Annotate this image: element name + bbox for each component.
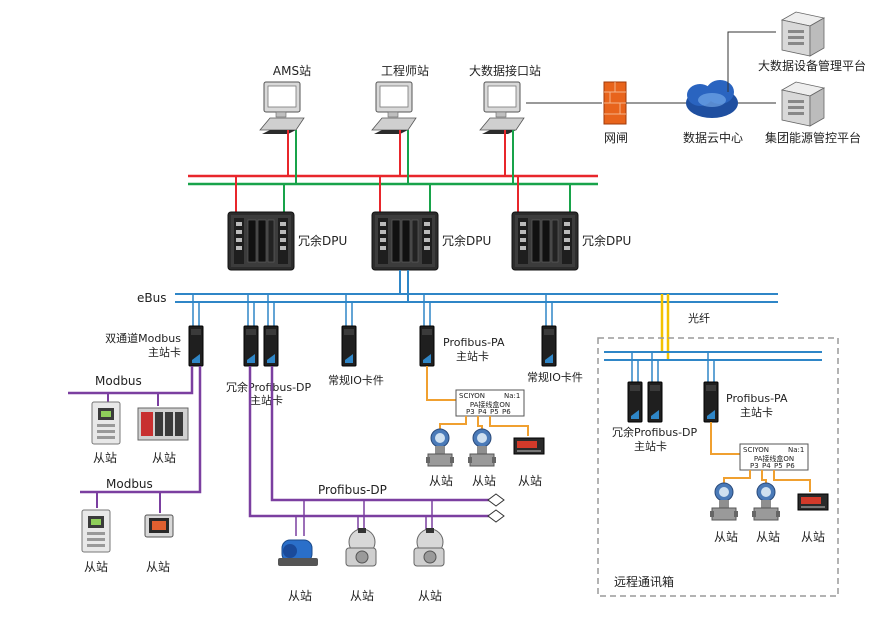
pa-port-p3: P3 bbox=[466, 408, 475, 416]
remote-pa-slave-2: 从站 bbox=[751, 482, 781, 544]
pa-port-p6: P6 bbox=[502, 408, 511, 416]
bigdata-platform-server: 大数据设备管理平台 bbox=[758, 11, 866, 73]
remote-pa-port-p5: P5 bbox=[774, 462, 783, 470]
engineer-station: 工程师站 bbox=[371, 63, 429, 135]
remote-pa-slave-3: 从站 bbox=[797, 493, 829, 544]
modbus-slave-1: 从站 bbox=[91, 401, 121, 465]
modbus-bus-1: Modbus bbox=[68, 366, 194, 406]
modbus-bus-2: Modbus bbox=[80, 366, 202, 513]
slave-label: 从站 bbox=[714, 530, 738, 544]
ebus: eBus bbox=[137, 270, 778, 326]
pa-slave-1: 从站 bbox=[425, 428, 455, 488]
modbus-master-card: 双通道Modbus 主站卡 bbox=[105, 325, 204, 367]
pa-junction-box: SCIYON Na:1 PA接线盒ON P3 P4 P5 P6 bbox=[455, 389, 525, 417]
remote-pa-junction-model: Na:1 bbox=[788, 446, 804, 454]
bigdata-station-label: 大数据接口站 bbox=[469, 63, 541, 78]
remote-pa-port-p6: P6 bbox=[786, 462, 795, 470]
ebus-label: eBus bbox=[137, 291, 166, 305]
dp-slave-1: 从站 bbox=[277, 539, 319, 603]
bigdata-interface-station: 大数据接口站 bbox=[469, 63, 541, 135]
remote-dp-card-label-line1: 冗余Profibus-DP bbox=[612, 425, 698, 439]
slave-label: 从站 bbox=[418, 589, 442, 603]
fiber-link: 光纤 bbox=[660, 294, 710, 360]
dpu-3-label: 冗余DPU bbox=[582, 233, 631, 248]
cloud-label: 数据云中心 bbox=[683, 130, 743, 145]
profibus-dp-bus: Profibus-DP bbox=[248, 366, 505, 536]
remote-pa-card-label-line2: 主站卡 bbox=[740, 405, 773, 419]
remote-box-title: 远程通讯箱 bbox=[614, 574, 674, 589]
profibus-dp-label: Profibus-DP bbox=[318, 483, 387, 497]
remote-pa-junction-box: SCIYON Na:1 PA接线盒ON P3 P4 P5 P6 bbox=[739, 443, 809, 471]
slave-label: 从站 bbox=[84, 560, 108, 574]
dp-slave-2: 从站 bbox=[345, 527, 377, 603]
modbus-slave-3: 从站 bbox=[81, 509, 111, 574]
pa-junction-model: Na:1 bbox=[504, 392, 520, 400]
io-card-2-label: 常规IO卡件 bbox=[527, 370, 583, 384]
remote-communication-box: 远程通讯箱 冗余Profibus-DP 主站卡 Profibus-PA 主站卡 … bbox=[597, 337, 839, 597]
control-network bbox=[188, 130, 598, 212]
slave-label: 从站 bbox=[288, 589, 312, 603]
slave-label: 从站 bbox=[429, 474, 453, 488]
modbus-slave-2: 从站 bbox=[137, 407, 189, 465]
slave-label: 从站 bbox=[350, 589, 374, 603]
slave-label: 从站 bbox=[756, 530, 780, 544]
cloud-icon: 数据云中心 bbox=[683, 80, 743, 145]
slave-label: 从站 bbox=[801, 530, 825, 544]
dpu-1: 冗余DPU bbox=[227, 211, 347, 271]
profibus-pa-card-label-line2: 主站卡 bbox=[456, 349, 489, 363]
pa-port-p4: P4 bbox=[478, 408, 487, 416]
gateway-firewall-icon: 网闸 bbox=[603, 81, 628, 145]
io-card-1: 常规IO卡件 bbox=[328, 325, 384, 387]
bigdata-platform-label: 大数据设备管理平台 bbox=[758, 58, 866, 73]
dpu-1-label: 冗余DPU bbox=[298, 233, 347, 248]
io-card-1-label: 常规IO卡件 bbox=[328, 373, 384, 387]
energy-platform-label: 集团能源管控平台 bbox=[765, 130, 861, 145]
pa-slave-3: 从站 bbox=[513, 437, 545, 488]
pa-junction-brand: SCIYON bbox=[459, 392, 485, 400]
profibus-dp-card-label-line2: 主站卡 bbox=[250, 393, 283, 407]
remote-pa-slave-1: 从站 bbox=[709, 482, 739, 544]
fiber-label: 光纤 bbox=[688, 311, 710, 325]
modbus-1-label: Modbus bbox=[95, 374, 142, 388]
ams-station-label: AMS站 bbox=[273, 64, 311, 78]
io-card-2: 常规IO卡件 bbox=[527, 325, 583, 384]
modbus-slave-4: 从站 bbox=[144, 514, 174, 574]
ams-station: AMS站 bbox=[259, 64, 311, 135]
profibus-pa-card: Profibus-PA 主站卡 bbox=[419, 325, 505, 367]
pa-port-p5: P5 bbox=[490, 408, 499, 416]
pa-slave-2: 从站 bbox=[467, 428, 497, 488]
profibus-dp-card-label-line1: 冗余Profibus-DP bbox=[226, 380, 312, 394]
dpu-2: 冗余DPU bbox=[371, 211, 491, 271]
remote-pa-junction-brand: SCIYON bbox=[743, 446, 769, 454]
slave-label: 从站 bbox=[518, 474, 542, 488]
modbus-master-card-label-line2: 主站卡 bbox=[148, 345, 181, 359]
slave-label: 从站 bbox=[146, 560, 170, 574]
energy-platform-server: 集团能源管控平台 bbox=[765, 81, 861, 145]
dpu-3: 冗余DPU bbox=[511, 211, 631, 271]
profibus-pa-card-label-line1: Profibus-PA bbox=[443, 336, 505, 349]
remote-pa-card-label-line1: Profibus-PA bbox=[726, 392, 788, 405]
profibus-dp-card-pair: 冗余Profibus-DP 主站卡 bbox=[226, 325, 312, 407]
remote-pa-port-p3: P3 bbox=[750, 462, 759, 470]
remote-pa-port-p4: P4 bbox=[762, 462, 771, 470]
pa-junction-title: PA接线盒ON bbox=[470, 400, 510, 409]
dpu-2-label: 冗余DPU bbox=[442, 233, 491, 248]
gateway-label: 网闸 bbox=[604, 131, 628, 145]
profibus-pa-segment: SCIYON Na:1 PA接线盒ON P3 P4 P5 P6 bbox=[426, 366, 529, 436]
slave-label: 从站 bbox=[152, 451, 176, 465]
engineer-station-label: 工程师站 bbox=[381, 63, 429, 78]
slave-label: 从站 bbox=[472, 474, 496, 488]
remote-dp-card-label-line2: 主站卡 bbox=[634, 439, 667, 453]
dp-slave-3: 从站 bbox=[413, 527, 445, 603]
slave-label: 从站 bbox=[93, 451, 117, 465]
modbus-master-card-label-line1: 双通道Modbus bbox=[105, 331, 181, 345]
remote-pa-junction-title: PA接线盒ON bbox=[754, 454, 794, 463]
modbus-2-label: Modbus bbox=[106, 477, 153, 491]
